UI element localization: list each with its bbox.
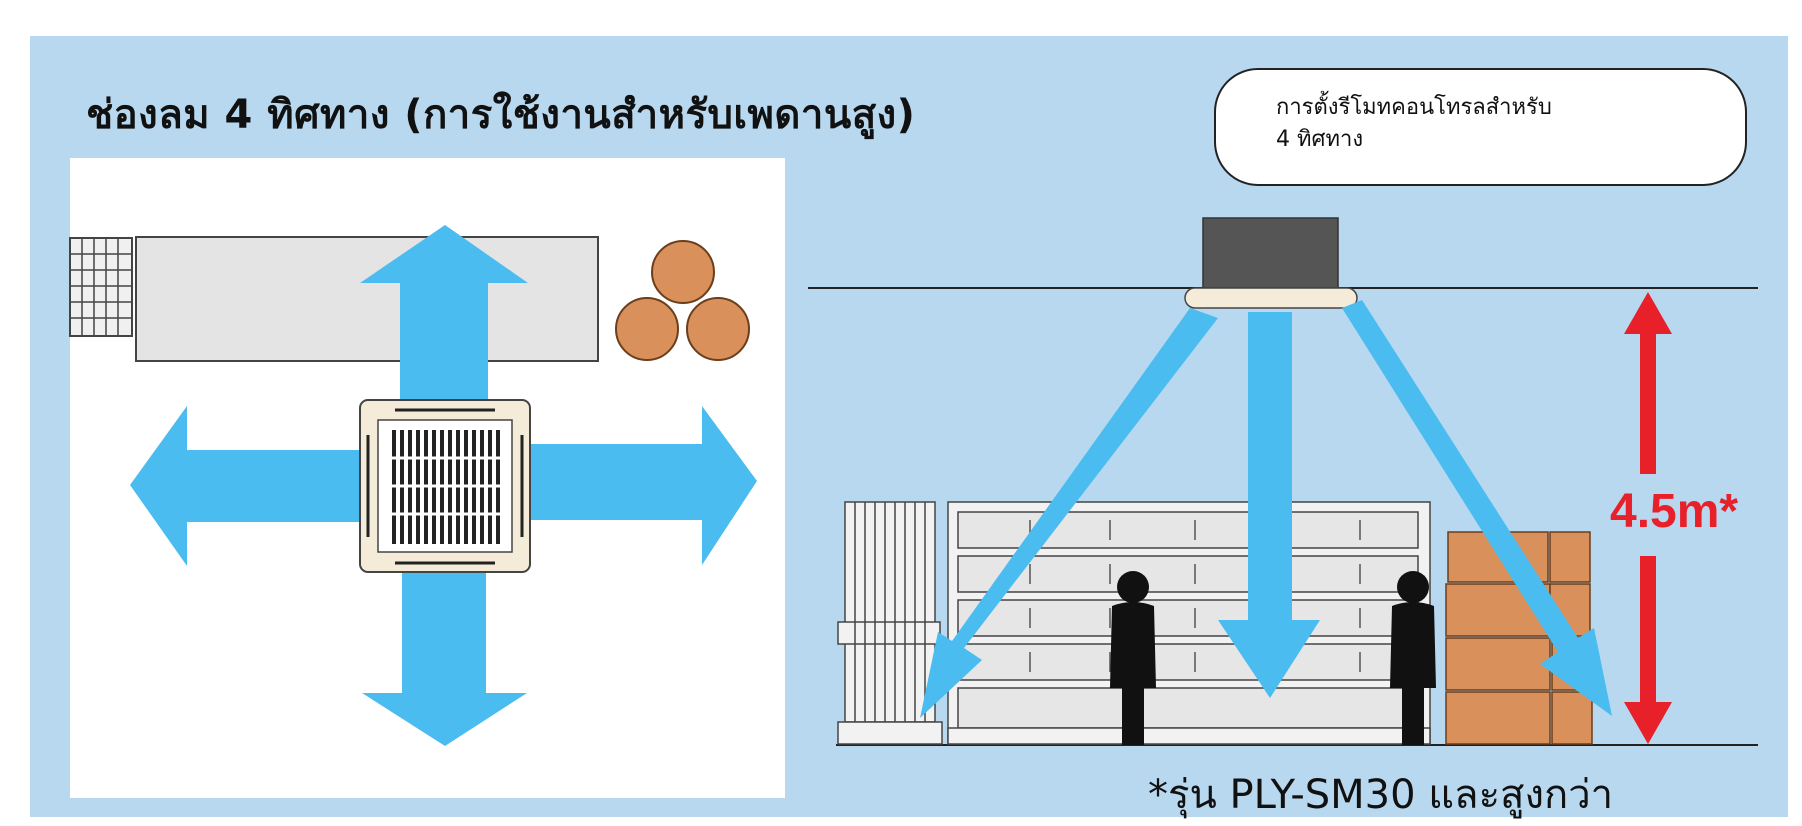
ceiling-height-label: 4.5m* [1610, 485, 1739, 538]
shelving-rack [947, 501, 1431, 745]
airflow-arrow-side-center [1218, 312, 1320, 698]
person-icon [1110, 571, 1156, 745]
ceiling-unit-icon [1184, 217, 1358, 309]
airflow-arrow-down [362, 560, 527, 746]
callout-line-2: 4 ทิศทาง [1276, 127, 1364, 152]
shelving-icon [837, 501, 943, 745]
remote-setting-callout: การตั้งรีโมทคอนโทรลสำหรับ 4 ทิศทาง [1214, 68, 1747, 186]
airflow-arrow-side-right [1342, 300, 1612, 716]
callout-line-1: การตั้งรีโมทคอนโทรลสำหรับ [1276, 95, 1552, 120]
airflow-arrows-top-view [130, 225, 757, 746]
airflow-arrow-up [360, 225, 528, 402]
person-icon [1390, 571, 1436, 745]
box-stack-icon [1445, 531, 1593, 745]
model-footnote: *รุ่น PLY-SM30 และสูงกว่า [1148, 772, 1614, 818]
duct-unit [69, 236, 599, 362]
cassette-unit-icon [359, 399, 531, 573]
airflow-arrow-right [528, 406, 757, 565]
log-stack [615, 240, 750, 361]
airflow-arrow-left [130, 406, 362, 566]
diagram-title: ช่องลม 4 ทิศทาง (การใช้งานสำหรับเพดานสูง… [86, 92, 916, 138]
airflow-arrow-side-left [920, 308, 1218, 718]
height-arrow [1624, 292, 1672, 744]
airflow-arrows-side-view [920, 300, 1612, 718]
